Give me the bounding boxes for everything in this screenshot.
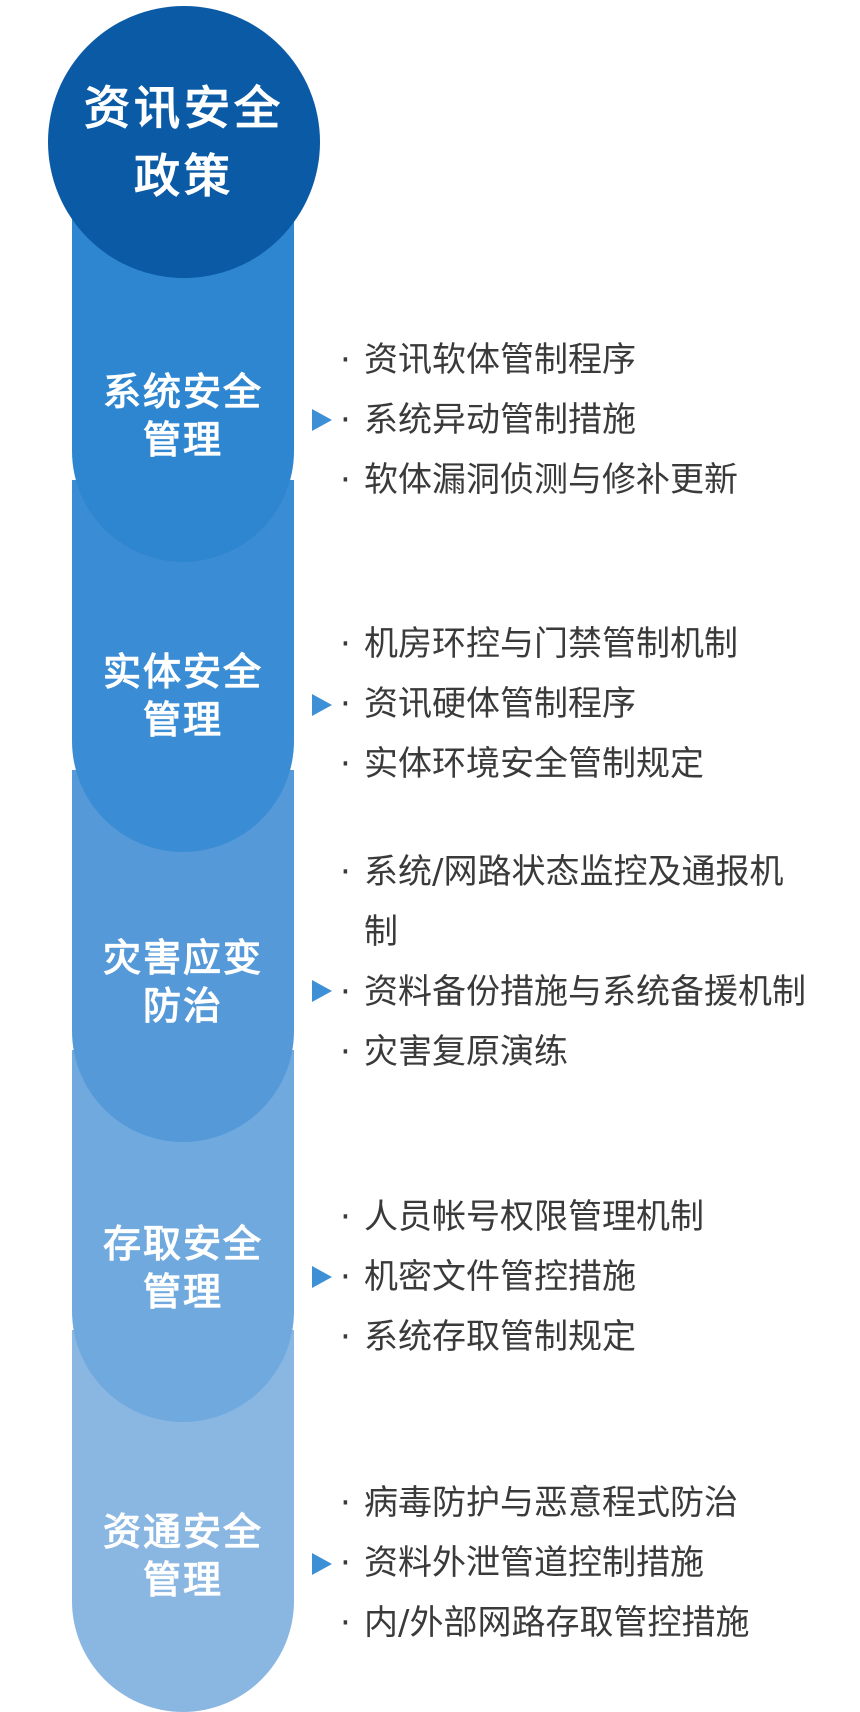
section-5-items: 病毒防护与恶意程式防治 资料外泄管道控制措施 内/外部网路存取管控措施 bbox=[340, 1473, 826, 1653]
list-item: 资讯硬体管制程序 bbox=[340, 674, 826, 734]
section-3-arrow-icon bbox=[312, 980, 332, 1002]
section-5-label-line-1: 资通安全 bbox=[102, 1510, 263, 1554]
list-item: 系统/网路状态监控及通报机制 bbox=[340, 842, 816, 962]
list-item: 系统异动管制措施 bbox=[340, 390, 826, 450]
section-2-label-line-1: 实体安全 bbox=[102, 650, 263, 694]
section-1-label-line-1: 系统安全 bbox=[102, 370, 263, 414]
section-4-label-line-1: 存取安全 bbox=[102, 1222, 263, 1266]
section-5-label-line-2: 管理 bbox=[142, 1558, 223, 1602]
list-item: 系统存取管制规定 bbox=[340, 1307, 826, 1367]
section-3-label-line-2: 防治 bbox=[142, 984, 223, 1028]
section-4-arrow-icon bbox=[312, 1266, 332, 1288]
section-4-items: 人员帐号权限管理机制 机密文件管控措施 系统存取管制规定 bbox=[340, 1187, 826, 1367]
section-4-label: 存取安全 管理 bbox=[72, 1220, 294, 1316]
list-item: 实体环境安全管制规定 bbox=[340, 734, 826, 794]
section-5-label: 资通安全 管理 bbox=[72, 1508, 294, 1604]
section-3-label: 灾害应变 防治 bbox=[72, 934, 294, 1030]
policy-title-line-2: 政策 bbox=[134, 149, 234, 203]
list-item: 内/外部网路存取管控措施 bbox=[340, 1593, 826, 1653]
section-1-items: 资讯软体管制程序 系统异动管制措施 软体漏洞侦测与修补更新 bbox=[340, 330, 826, 510]
section-1-label-line-2: 管理 bbox=[142, 418, 223, 462]
section-4-label-line-2: 管理 bbox=[142, 1270, 223, 1314]
list-item: 灾害复原演练 bbox=[340, 1022, 816, 1082]
section-1-arrow-icon bbox=[312, 409, 332, 431]
section-5-arrow-icon bbox=[312, 1553, 332, 1575]
list-item: 软体漏洞侦测与修补更新 bbox=[340, 450, 826, 510]
policy-title-line-1: 资讯安全 bbox=[84, 81, 284, 135]
section-1-label: 系统安全 管理 bbox=[72, 368, 294, 464]
list-item: 病毒防护与恶意程式防治 bbox=[340, 1473, 826, 1533]
policy-title-circle: 资讯安全 政策 bbox=[48, 6, 320, 278]
section-2-label-line-2: 管理 bbox=[142, 698, 223, 742]
list-item: 资料备份措施与系统备援机制 bbox=[340, 962, 816, 1022]
section-3-items: 系统/网路状态监控及通报机制 资料备份措施与系统备援机制 灾害复原演练 bbox=[340, 842, 816, 1082]
list-item: 机密文件管控措施 bbox=[340, 1247, 826, 1307]
list-item: 机房环控与门禁管制机制 bbox=[340, 614, 826, 674]
section-2-items: 机房环控与门禁管制机制 资讯硬体管制程序 实体环境安全管制规定 bbox=[340, 614, 826, 794]
section-2-label: 实体安全 管理 bbox=[72, 648, 294, 744]
list-item: 资讯软体管制程序 bbox=[340, 330, 826, 390]
list-item: 人员帐号权限管理机制 bbox=[340, 1187, 826, 1247]
section-2-arrow-icon bbox=[312, 694, 332, 716]
section-3-label-line-1: 灾害应变 bbox=[102, 936, 263, 980]
list-item: 资料外泄管道控制措施 bbox=[340, 1533, 826, 1593]
